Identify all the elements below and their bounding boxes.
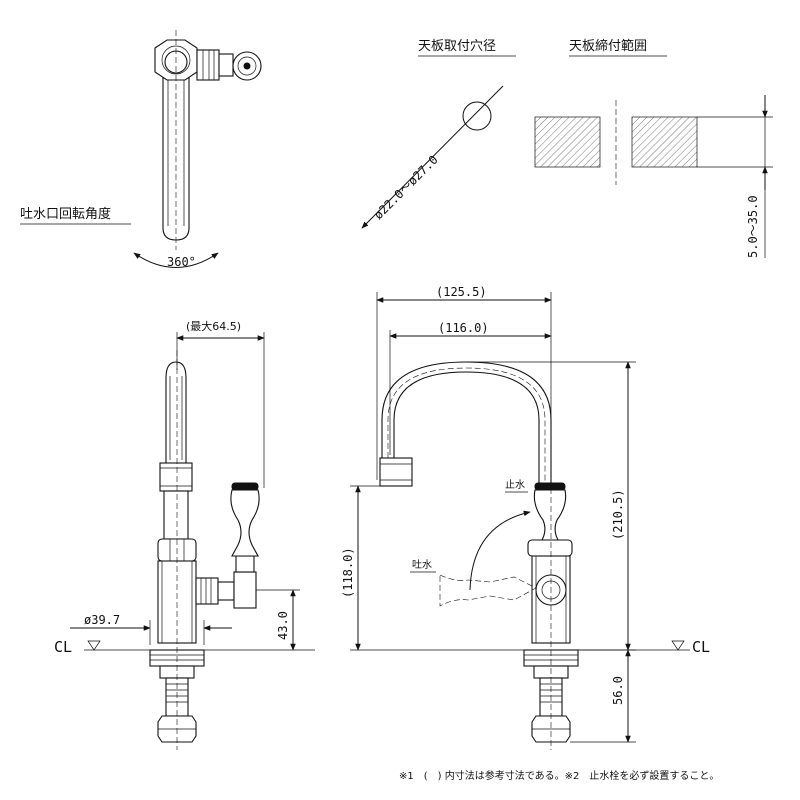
front-total-height: (210.5)	[611, 489, 625, 540]
front-cl-label: CL	[692, 638, 710, 656]
hole-diameter-title: 天板取付穴径	[418, 39, 496, 54]
hole-diameter-value: ø22.0～ø27.0	[371, 153, 440, 222]
side-cl-label: CL	[54, 638, 72, 656]
plan-view: 360° 吐水口回転角度	[20, 30, 262, 269]
clamp-range-detail: 天板締付範囲 5.0～35.0	[534, 38, 773, 258]
side-view: CL (最大64.5) ø39.7 43.0	[54, 319, 315, 750]
hole-diameter-detail: 天板取付穴径 ø22.0～ø27.0	[361, 39, 516, 229]
clamp-range-value: 5.0～35.0	[746, 195, 760, 258]
front-reach-inner: (116.0)	[438, 321, 489, 335]
rotation-angle: 360°	[167, 255, 196, 269]
footnote: ※1 ( ) 内寸法は参考寸法である。※2 止水栓を必ず設置すること。	[399, 769, 719, 782]
side-max-reach: (最大64.5)	[186, 319, 241, 333]
stop-label: 止水	[505, 479, 525, 491]
rotation-angle-label: 吐水口回転角度	[20, 206, 111, 222]
side-height: 43.0	[276, 611, 290, 640]
front-below-cl: 56.0	[611, 676, 625, 705]
front-reach-outer: (125.5)	[436, 285, 487, 299]
clamp-range-title: 天板締付範囲	[569, 38, 647, 54]
front-view: CL (125.5) (116.0) (210.5) (118.0) 56.0 …	[341, 285, 710, 750]
side-base-diameter: ø39.7	[84, 613, 120, 627]
front-spout-height: (118.0)	[341, 547, 355, 598]
discharge-label: 吐水	[412, 559, 432, 571]
